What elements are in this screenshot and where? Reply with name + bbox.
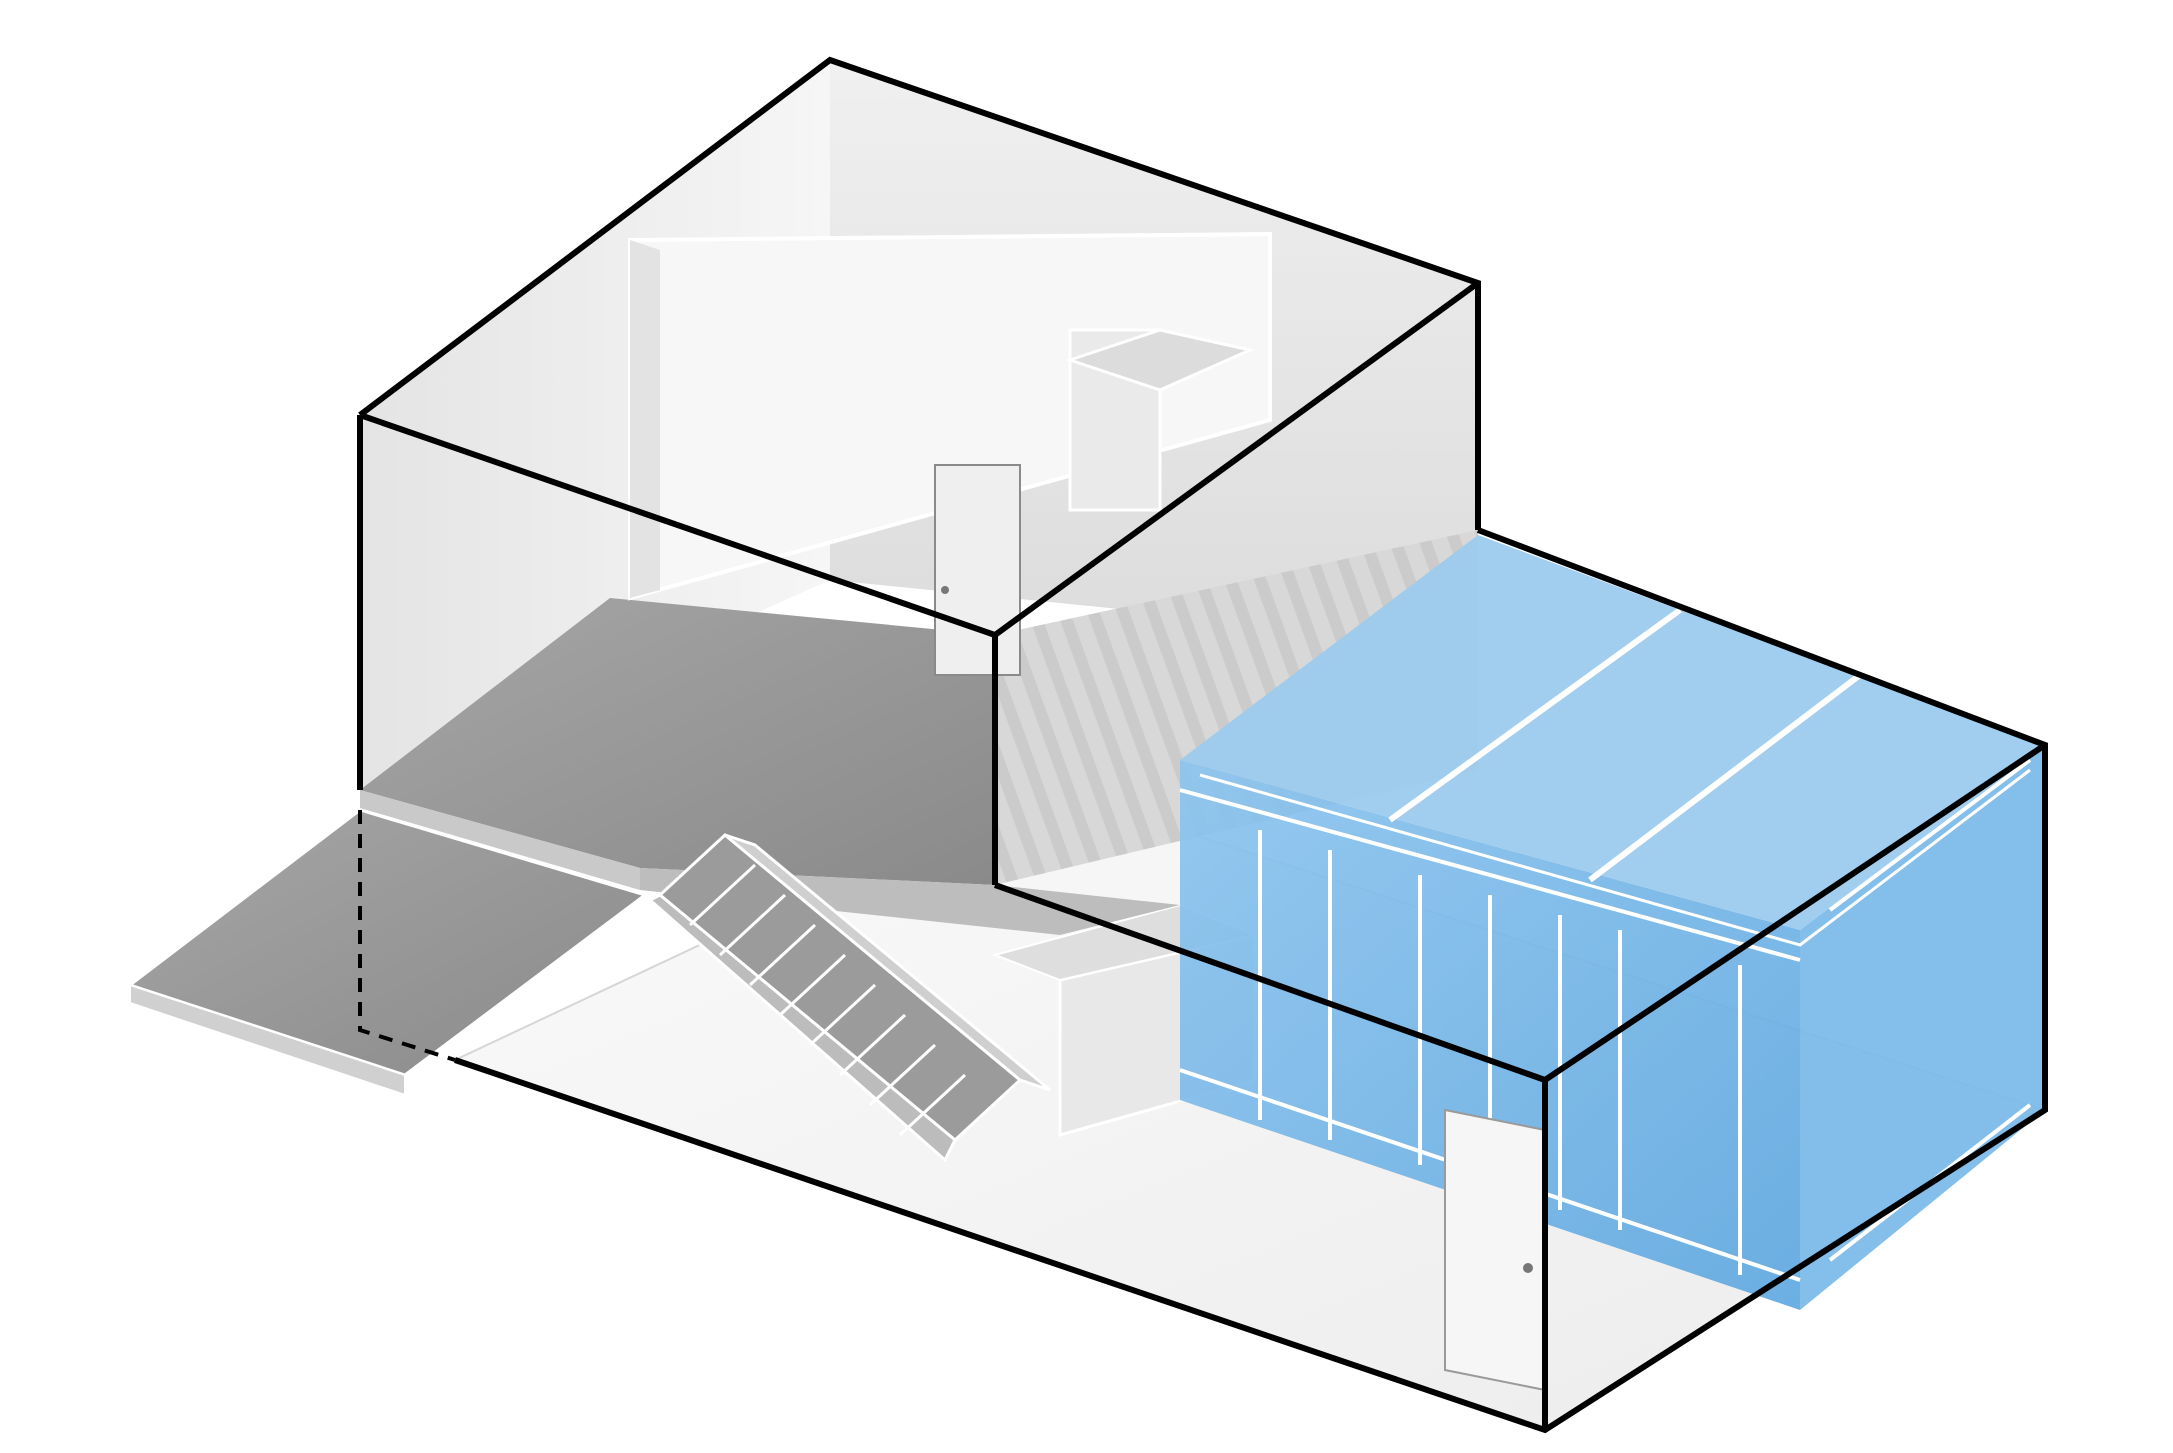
entry-door: [1444, 1108, 1546, 1392]
outline-edges: [357, 56, 2048, 1434]
mezzanine-floor: [360, 598, 995, 885]
blue-glass-pavilion: [1179, 535, 2045, 1310]
staircase: [647, 833, 1051, 1163]
inner-door: [934, 464, 1021, 676]
inner-room: [628, 231, 1272, 676]
cantilever-slab: [126, 808, 649, 1097]
